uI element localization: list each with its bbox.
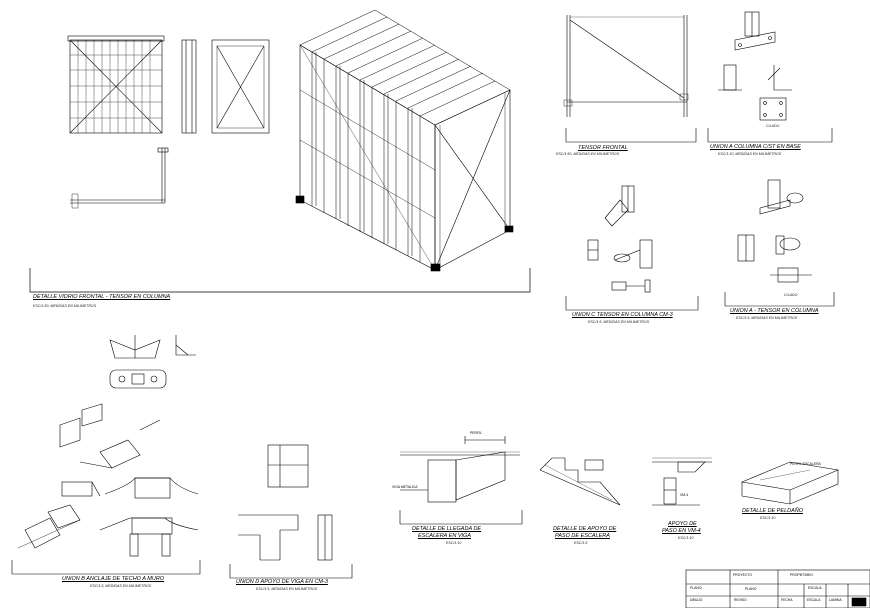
- side-elevation-column: [181, 39, 197, 134]
- union-base-title: UNION A COLUMNA C/ST EN BASE: [710, 144, 801, 150]
- tensor-frontal-title: TENSOR FRONTAL: [578, 145, 628, 151]
- main-caption-title: DETALLE VIDRIO FRONTAL - TENSOR EN COLUM…: [33, 294, 171, 300]
- dim-label-1: VIGA METALICA: [392, 485, 418, 489]
- union-a-tensor-drawings: [737, 179, 812, 283]
- union-a-note: ESC/1:5, MEDIDAS EN MILIMETROS: [736, 316, 798, 320]
- title-block-escala-label: ESCALA:: [808, 586, 823, 590]
- union-c-tensor-drawings: [587, 185, 653, 293]
- llegada-title-1: DETALLE DE LLEGADA DE: [412, 526, 482, 532]
- main-caption-note: ESC/1:50, MEDIDAS EN MILIMETROS: [33, 304, 97, 308]
- clip-detail-top: [109, 335, 196, 389]
- end-elevation-frame: [211, 39, 270, 134]
- union-base-drawings: [718, 11, 792, 121]
- title-block-owner: PROPIETARIO: [790, 573, 813, 577]
- union-b-note: ESC/1:5, MEDIDAS EN MILIMETROS: [90, 584, 152, 588]
- union-c-note: ESC/1:5, MEDIDAS EN MILIMETROS: [588, 320, 650, 324]
- apoyo-escalera-note: ESC/1:5: [574, 541, 588, 545]
- title-block-project: PROYECTO: [733, 573, 752, 577]
- llegada-escalera-drawing: [400, 436, 520, 503]
- union-c-bracket: [565, 296, 699, 311]
- main-caption-bracket: [29, 268, 531, 293]
- tensor-frontal-drawing: [563, 15, 689, 117]
- apoyo-paso-title-1: APOYO DE: [668, 521, 697, 527]
- apoyo-paso-note: ESC/1:10: [678, 536, 694, 540]
- title-block-cell-1: DIBUJO: [690, 598, 703, 602]
- union-a-bracket: [724, 292, 835, 307]
- union-c-title: UNION C TENSOR EN COLUMNA CM-3: [572, 312, 673, 318]
- llegada-bracket: [399, 510, 523, 525]
- union-b-bracket: [11, 560, 201, 575]
- tensor-frontal-note: ESC/1:50, MEDIDAS EN MILIMETROS: [556, 152, 620, 156]
- dim-label-4: PERFIL ESCALERA: [790, 462, 821, 466]
- apoyo-paso-drawing: [652, 457, 712, 506]
- title-block-plano-value: PLANO: [745, 587, 757, 591]
- title-block-cell-5: LAMINA: [829, 598, 842, 602]
- dim-label-2: PERFIL: [470, 431, 482, 435]
- union-base-sub: C/LADO: [766, 124, 780, 128]
- peldano-drawing: [740, 461, 840, 505]
- union-d-drawings: [238, 444, 333, 561]
- union-base-bracket: [707, 128, 833, 143]
- llegada-note: ESC/1:10: [446, 541, 462, 545]
- apoyo-escalera-title-1: DETALLE DE APOYO DE: [553, 526, 617, 532]
- apoyo-escalera-drawing: [539, 457, 621, 506]
- union-d-title: UNION D APOYO DE VIGA EN CM-3: [236, 579, 328, 585]
- union-b-drawings: [17, 403, 199, 557]
- union-a-title: UNION A - TENSOR EN COLUMNA: [730, 308, 819, 314]
- apoyo-escalera-title-2: PASO DE ESCALERA: [555, 533, 610, 539]
- apoyo-paso-title-2: PASO EN VM-4: [662, 528, 701, 534]
- isometric-structure: [295, 9, 514, 272]
- title-block-cell-4: ESCALA: [807, 598, 821, 602]
- front-elevation-grid: [67, 35, 165, 134]
- peldano-note: ESC/1:10: [760, 516, 776, 520]
- union-d-note: ESC/1:5, MEDIDAS EN MILIMETROS: [256, 587, 318, 591]
- union-d-bracket: [229, 564, 353, 579]
- tensor-frontal-bracket: [565, 128, 697, 143]
- title-block-cell-3: FECHA: [781, 598, 793, 602]
- plan-view-l: [70, 147, 169, 209]
- title-block-plano-label: PLANO:: [690, 586, 703, 590]
- title-block: [685, 569, 870, 608]
- dim-label-3: VM-4: [680, 493, 689, 497]
- peldano-title: DETALLE DE PELDAÑO: [742, 508, 804, 514]
- llegada-title-2: ESCALERA EN VIGA: [418, 533, 471, 539]
- union-base-note: ESC/1:10, MEDIDAS EN MILIMETROS: [718, 152, 782, 156]
- title-block-cell-2: REVISO: [734, 598, 747, 602]
- union-b-title: UNION B ANCLAJE DE TECHO A MURO: [62, 576, 165, 582]
- union-a-sub: C/LADO: [784, 293, 798, 297]
